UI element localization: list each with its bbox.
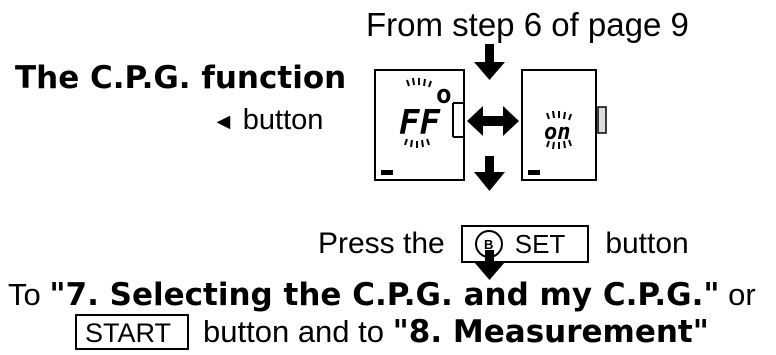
- blink-marks-icon: [546, 139, 572, 150]
- down-arrow-icon: [474, 44, 505, 80]
- button-and-to: button and to: [203, 314, 393, 349]
- start-button: START: [75, 314, 190, 350]
- clock-icon: B: [474, 230, 503, 258]
- press-suffix: button: [605, 227, 689, 260]
- lcd-off-main-text: FF: [399, 103, 441, 143]
- lcd-display-on: [521, 69, 597, 181]
- indicator-bar: [597, 106, 607, 134]
- lcd-off-top-digit: o: [436, 80, 452, 110]
- blink-marks-icon: [546, 110, 572, 121]
- press-prefix: Press the: [318, 227, 445, 260]
- set-button: B SET: [460, 225, 590, 263]
- lcd-display-off: [374, 69, 465, 181]
- next-step-line-1: To "7. Selecting the C.P.G. and my C.P.G…: [8, 277, 756, 313]
- down-arrow-icon: [474, 156, 505, 191]
- press-instruction: Press the B SET button: [318, 225, 689, 263]
- blink-marks-icon: [404, 138, 430, 148]
- set-button-label: SET: [514, 228, 566, 259]
- step-reference: From step 6 of page 9: [366, 6, 689, 43]
- or-word: or: [719, 277, 756, 312]
- left-button-label: ◄ button: [212, 104, 323, 137]
- blink-marks-icon: [406, 77, 432, 88]
- button-word: button: [242, 104, 324, 136]
- down-arrow-icon: [474, 250, 505, 280]
- lcd-on-main-text: on: [544, 120, 571, 145]
- left-arrow-icon: ◄: [212, 108, 235, 134]
- section-7-reference: "7. Selecting the C.P.G. and my C.P.G.": [49, 277, 720, 313]
- function-title: The C.P.G. function: [15, 60, 347, 96]
- to-word: To: [8, 277, 50, 312]
- section-8-reference: "8. Measurement": [392, 314, 709, 350]
- next-step-line-2: START button and to "8. Measurement": [75, 314, 709, 350]
- double-arrow-icon: [467, 106, 519, 136]
